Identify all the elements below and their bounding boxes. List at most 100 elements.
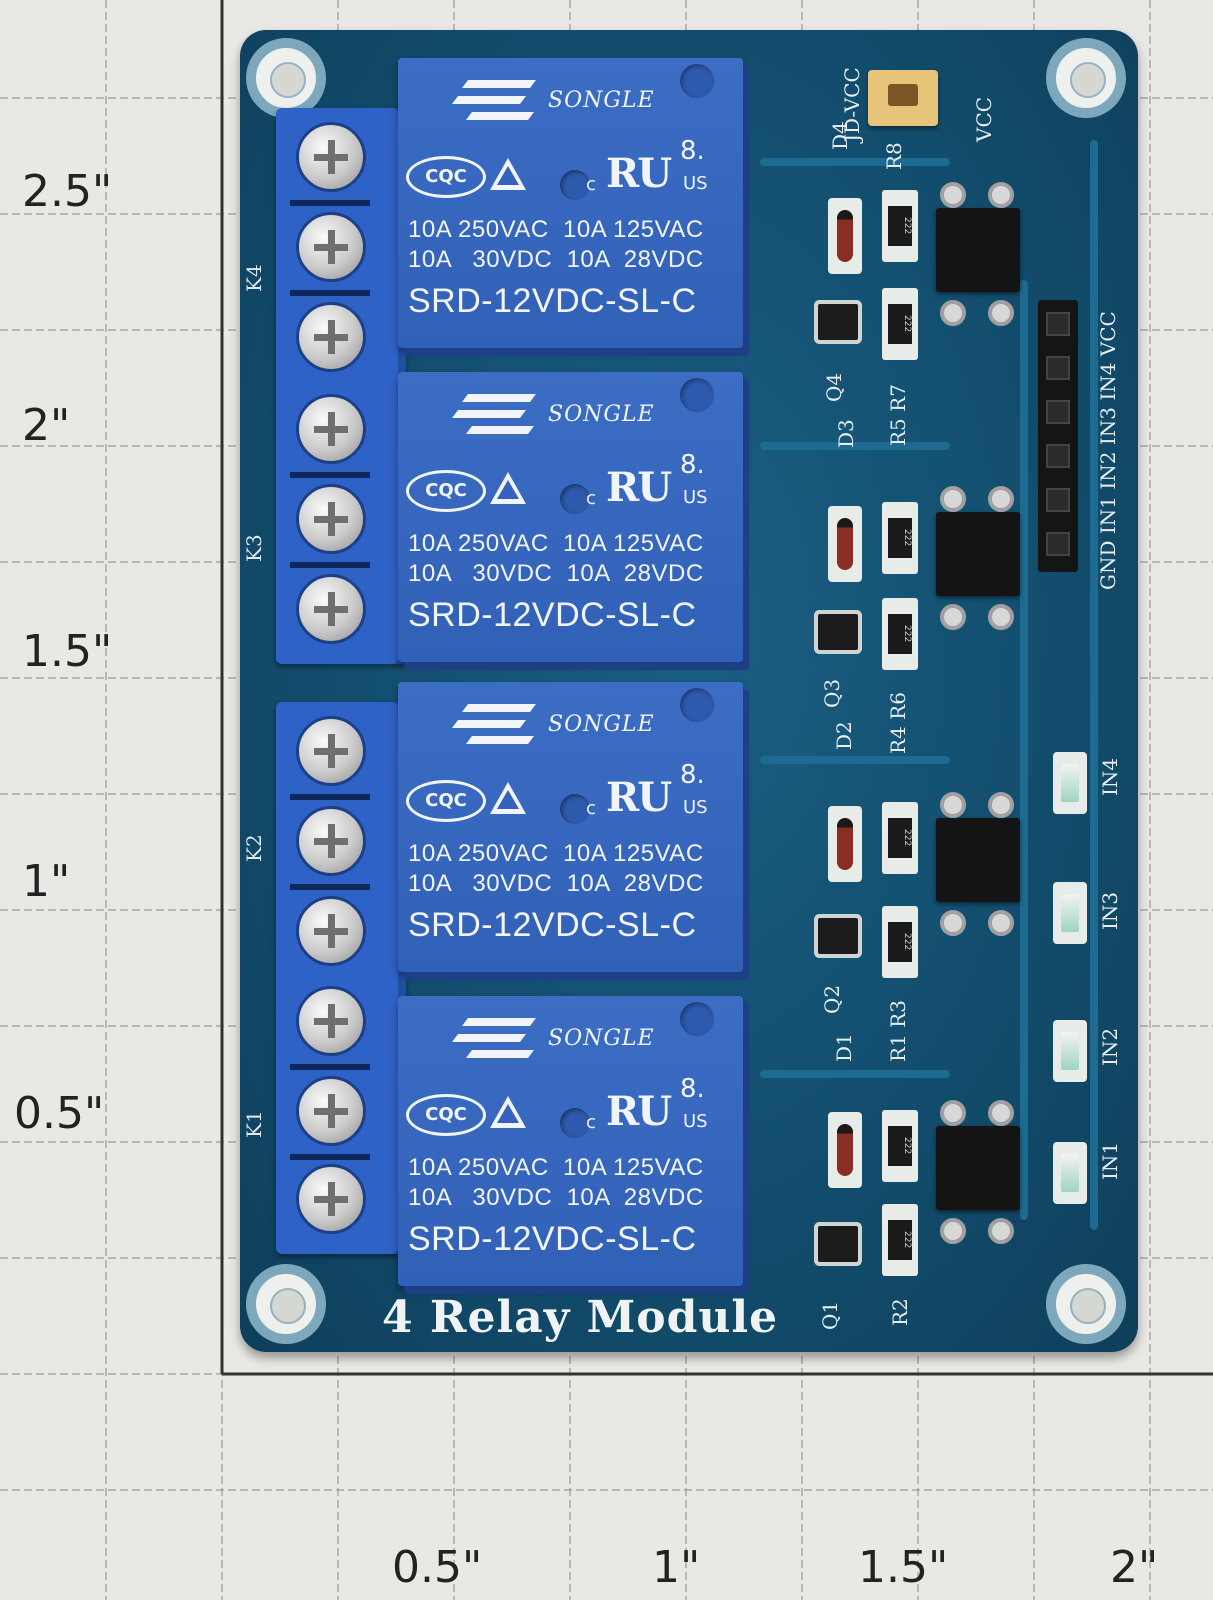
header-pin[interactable]	[1046, 488, 1070, 512]
terminal-screw[interactable]	[296, 716, 366, 786]
terminal-screw[interactable]	[296, 896, 366, 966]
relay-dimple	[680, 1002, 714, 1036]
terminal-divider	[290, 472, 370, 478]
ul-us-mark: US	[683, 1111, 708, 1132]
trace	[760, 756, 950, 764]
terminal-screw[interactable]	[296, 806, 366, 876]
opto-pin	[940, 910, 966, 936]
ul-mark: RU	[606, 464, 672, 511]
ul-c-mark: c	[586, 488, 596, 509]
optocoupler-2	[936, 792, 1020, 936]
trace	[1020, 280, 1028, 1220]
opto-pin	[940, 300, 966, 326]
opto-pin	[988, 792, 1014, 818]
relay-rating-line-2: 10A 30VDC 10A 28VDC	[408, 870, 704, 897]
transistor-q1	[818, 1226, 858, 1262]
trace	[760, 158, 950, 166]
relay-rating-line-1: 10A 250VAC 10A 125VAC	[408, 216, 704, 243]
relay-k2: SONGLE CQC c RU US 8. 10A 250VAC 10A 125…	[398, 682, 743, 972]
terminal-screw[interactable]	[296, 484, 366, 554]
ul-mark: RU	[606, 1088, 672, 1135]
songle-logo-icon	[452, 80, 536, 120]
label-k4: K4	[242, 264, 266, 292]
transistor-q3	[818, 614, 858, 650]
mounting-hole-top-right	[1046, 38, 1126, 118]
resistor-r3	[882, 906, 918, 978]
resistor-r7	[882, 288, 918, 360]
resistor-r5	[882, 502, 918, 574]
led-in2	[1053, 1020, 1087, 1082]
opto-pin	[988, 1218, 1014, 1244]
relay-brand: SONGLE	[548, 712, 655, 737]
relay-rating-line-1: 10A 250VAC 10A 125VAC	[408, 530, 704, 557]
header-pin[interactable]	[1046, 444, 1070, 468]
input-pin-header[interactable]	[1038, 300, 1078, 572]
terminal-screw[interactable]	[296, 1164, 366, 1234]
header-pin[interactable]	[1046, 356, 1070, 380]
label-d3: D3	[834, 419, 858, 448]
ul-c-mark: c	[586, 174, 596, 195]
mounting-hole-top-left	[246, 38, 326, 118]
opto-pin	[940, 1218, 966, 1244]
ul-mark: RU	[606, 774, 672, 821]
opto-pin	[940, 604, 966, 630]
opto-pin	[988, 486, 1014, 512]
transistor-q2	[818, 918, 858, 954]
header-pin[interactable]	[1046, 400, 1070, 424]
module-title: 4 Relay Module	[382, 1292, 779, 1343]
trace	[760, 1070, 950, 1078]
terminal-screw[interactable]	[296, 212, 366, 282]
label-in4: IN4	[1098, 757, 1122, 796]
terminal-screw[interactable]	[296, 394, 366, 464]
label-in3: IN3	[1098, 891, 1122, 930]
terminal-screw[interactable]	[296, 574, 366, 644]
triangle-mark-icon	[490, 782, 526, 814]
label-in2: IN2	[1098, 1027, 1122, 1066]
cert-mark: 8.	[680, 760, 705, 790]
diode-d3	[828, 506, 862, 582]
cqc-mark: CQC	[406, 470, 486, 512]
resistor-r4	[882, 802, 918, 874]
terminal-divider	[290, 290, 370, 296]
terminal-screw[interactable]	[296, 986, 366, 1056]
jd-vcc-jumper[interactable]	[868, 70, 938, 126]
ruler-label-x-1in: 1"	[652, 1542, 701, 1593]
ul-us-mark: US	[683, 797, 708, 818]
resistor-r2	[882, 1204, 918, 1276]
ruler-label-x-1-5in: 1.5"	[858, 1542, 949, 1593]
relay-model: SRD-12VDC-SL-C	[408, 282, 697, 320]
transistor-q4	[818, 304, 858, 340]
cert-mark: 8.	[680, 136, 705, 166]
terminal-screw[interactable]	[296, 302, 366, 372]
diode-d4	[828, 198, 862, 274]
cqc-mark: CQC	[406, 156, 486, 198]
relay-dimple	[560, 1108, 590, 1138]
header-pin[interactable]	[1046, 312, 1070, 336]
optocoupler-4	[936, 182, 1020, 326]
songle-logo-icon	[452, 704, 536, 744]
label-r1-r3: R1 R3	[886, 1000, 910, 1062]
terminal-screw[interactable]	[296, 1076, 366, 1146]
relay-model: SRD-12VDC-SL-C	[408, 596, 697, 634]
ruler-label-x-0-5in: 0.5"	[392, 1542, 483, 1593]
header-pin[interactable]	[1046, 532, 1070, 556]
relay-rating-line-2: 10A 30VDC 10A 28VDC	[408, 246, 704, 273]
cert-mark: 8.	[680, 1074, 705, 1104]
cqc-mark: CQC	[406, 780, 486, 822]
relay-rating-line-2: 10A 30VDC 10A 28VDC	[408, 560, 704, 587]
relay-brand: SONGLE	[548, 88, 655, 113]
terminal-screw[interactable]	[296, 122, 366, 192]
relay-k3: SONGLE CQC c RU US 8. 10A 250VAC 10A 125…	[398, 372, 743, 662]
songle-logo-icon	[452, 1018, 536, 1058]
relay-dimple	[680, 378, 714, 412]
relay-dimple	[560, 484, 590, 514]
resistor-r1	[882, 1110, 918, 1182]
relay-brand: SONGLE	[548, 1026, 655, 1051]
ul-mark: RU	[606, 150, 672, 197]
relay-module-board: K4 K3 K2 K1 SONGLE CQC c RU US 8. 10A 25…	[240, 30, 1138, 1352]
optocoupler-3	[936, 486, 1020, 630]
terminal-divider	[290, 1064, 370, 1070]
label-r2: R2	[888, 1298, 912, 1326]
label-d4: D4	[828, 121, 852, 150]
cert-mark: 8.	[680, 450, 705, 480]
